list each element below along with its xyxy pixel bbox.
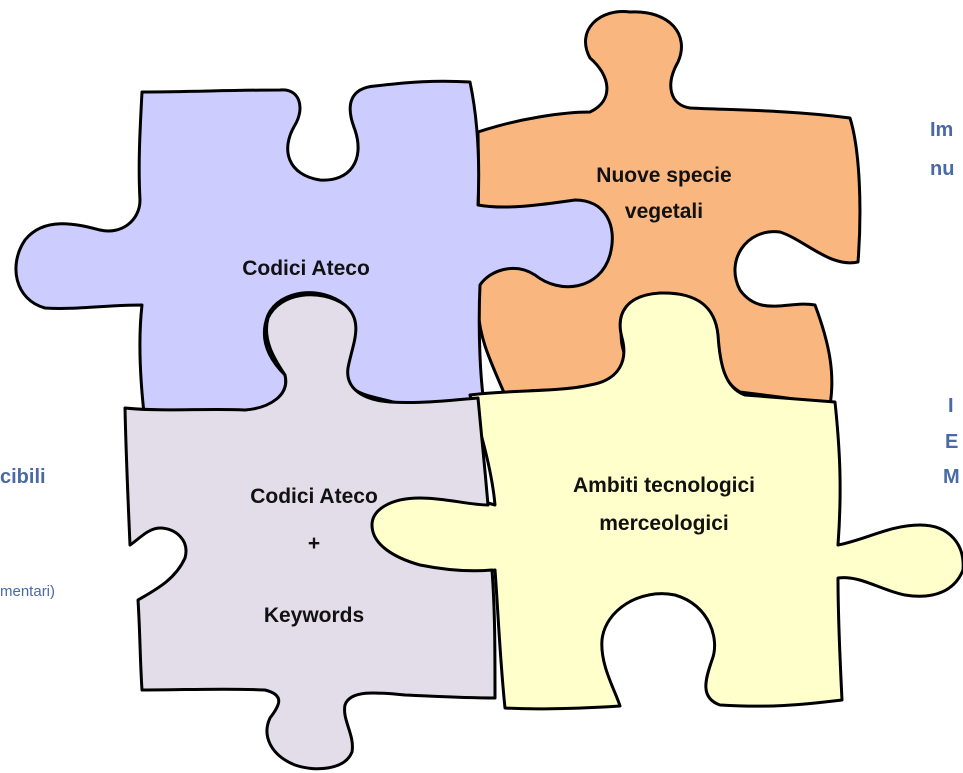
side-text-right-mid-2: E — [945, 431, 958, 453]
tech-label-line1: Ambiti tecnologici — [573, 474, 755, 497]
side-text-right-mid-1: I — [948, 395, 954, 417]
species-label-line1: Nuove specie — [596, 164, 731, 187]
side-text-right-top-2: nu — [930, 158, 954, 180]
side-text-right-top-1: Im — [930, 119, 953, 141]
ateco-label: Codici Ateco — [242, 257, 370, 280]
side-text-left-2: mentari) — [0, 583, 55, 600]
side-text-right-mid-3: M — [943, 466, 960, 488]
gray-puzzle-piece — [123, 293, 497, 771]
side-text-left-1: cibili — [0, 466, 46, 488]
keywords-label-line1: Codici Ateco — [250, 485, 378, 508]
tech-label-line2: merceologici — [599, 512, 729, 535]
species-label-line2: vegetali — [625, 200, 703, 223]
keywords-label-line2: + — [308, 532, 320, 555]
keywords-label-line3: Keywords — [264, 604, 364, 627]
